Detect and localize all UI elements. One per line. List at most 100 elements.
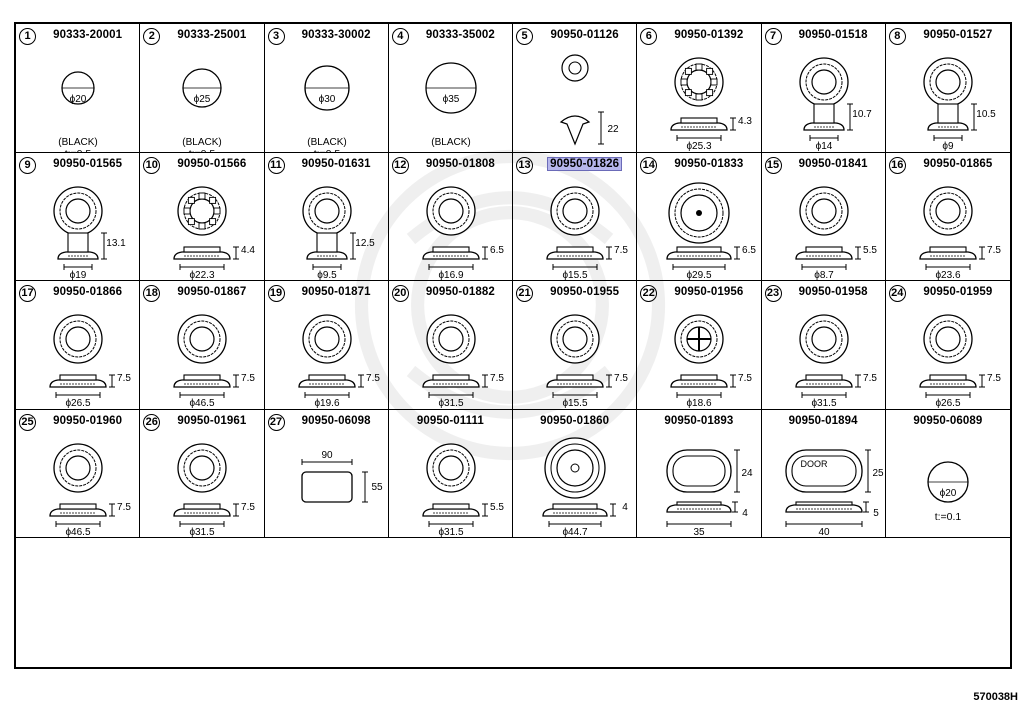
diameter-label: ϕ9 — [942, 141, 954, 152]
part-number[interactable]: 90950-01631 — [287, 158, 386, 170]
height-label: 10.5 — [976, 109, 996, 120]
diameter-label: ϕ19 — [70, 270, 87, 281]
item-number-badge: 13 — [516, 156, 533, 174]
diameter-label: ϕ15.5 — [562, 398, 588, 409]
side-profile — [802, 122, 845, 131]
part-number[interactable]: 90950-01955 — [535, 286, 634, 298]
part-number-text: 90950-01882 — [425, 286, 495, 299]
part-number[interactable]: 90333-20001 — [38, 29, 137, 41]
thickness-note: t:=0.5 — [313, 148, 340, 152]
part-number[interactable]: 90950-01860 — [515, 415, 634, 427]
side-profile — [794, 250, 853, 260]
part-number[interactable]: 90950-01865 — [908, 158, 1008, 170]
part-number[interactable]: 90950-01958 — [784, 286, 883, 298]
thickness-note: t:=0.5 — [65, 148, 92, 152]
part-number-text: 90950-01956 — [674, 286, 744, 299]
door-label: DOOR — [800, 459, 828, 469]
part-number[interactable]: 90950-06089 — [888, 415, 1008, 427]
diameter-label: ϕ46.5 — [190, 398, 216, 409]
part-number-text: 90950-01959 — [923, 286, 993, 299]
height-label: 12.5 — [355, 238, 375, 249]
diameter-label: ϕ20 — [70, 94, 87, 105]
item-number-badge: 8 — [888, 28, 906, 45]
height-label: 7.5 — [614, 245, 628, 256]
height-label: 7.5 — [490, 373, 504, 384]
part-number[interactable]: 90950-01808 — [411, 158, 510, 170]
side-profile — [927, 122, 969, 131]
part-number[interactable]: 90950-01565 — [38, 158, 137, 170]
thickness-label: 5 — [873, 508, 879, 519]
part-number[interactable]: 90950-01961 — [162, 415, 261, 427]
height-label: 6.5 — [742, 245, 756, 256]
item-number-badge: 1 — [19, 28, 36, 45]
height-label: 5.5 — [490, 502, 504, 513]
height-label: 7.5 — [117, 373, 131, 384]
diameter-label: ϕ22.3 — [190, 270, 216, 281]
side-profile — [422, 508, 480, 517]
part-number[interactable]: 90950-06098 — [287, 415, 386, 427]
part-number[interactable]: 90950-01527 — [908, 29, 1008, 41]
part-number[interactable]: 90950-01518 — [784, 29, 883, 41]
diameter-label: ϕ9.5 — [317, 270, 337, 281]
width-label: 35 — [694, 527, 706, 538]
side-profile — [546, 379, 604, 388]
part-number-text: 90950-01841 — [798, 157, 868, 170]
part-number-text: 90950-01894 — [788, 414, 858, 427]
part-number[interactable]: 90950-01956 — [659, 286, 758, 298]
part-number[interactable]: 90950-01126 — [535, 29, 634, 41]
side-profile — [919, 379, 977, 388]
part-number[interactable]: 90333-30002 — [287, 29, 386, 41]
part-number[interactable]: 90950-01871 — [287, 286, 386, 298]
part-number[interactable]: 90950-01833 — [659, 158, 758, 170]
part-number[interactable]: 90950-01894 — [764, 415, 883, 427]
figure-id: 570038H — [973, 691, 1018, 703]
color-note: (BLACK) — [58, 137, 97, 148]
side-profile — [422, 379, 480, 388]
side-profile — [173, 379, 231, 388]
part-number[interactable]: 90950-01392 — [659, 29, 758, 41]
part-number[interactable]: 90950-01566 — [162, 158, 261, 170]
height-label: 7.5 — [987, 373, 1001, 384]
part-number-text: 90333-30002 — [301, 29, 371, 41]
part-number[interactable]: 90950-01826 — [535, 156, 634, 171]
height-label: 7.5 — [241, 502, 255, 513]
item-number-badge: 27 — [267, 413, 285, 431]
part-number[interactable]: 90333-25001 — [162, 29, 261, 41]
item-number-badge: 14 — [640, 156, 658, 174]
side-profile — [670, 122, 728, 131]
side-profile — [173, 508, 231, 517]
part-number[interactable]: 90950-01959 — [908, 286, 1008, 298]
height-label: 7.5 — [366, 373, 380, 384]
diameter-label: ϕ31.5 — [438, 398, 464, 409]
diameter-label: ϕ16.9 — [438, 270, 464, 281]
item-number-badge: 7 — [764, 28, 782, 45]
side-profile — [422, 250, 480, 260]
part-number[interactable]: 90333-35002 — [411, 29, 510, 41]
item-number-badge: 22 — [640, 285, 658, 303]
part-number[interactable]: 90950-01866 — [38, 286, 137, 298]
part-number[interactable]: 90950-01893 — [639, 415, 758, 427]
part-number[interactable]: 90950-01960 — [38, 415, 137, 427]
item-number-badge: 26 — [143, 413, 161, 431]
part-number[interactable]: 90950-01867 — [162, 286, 261, 298]
part-number[interactable]: 90950-01111 — [391, 415, 510, 427]
part-number-text: 90950-01392 — [674, 29, 744, 41]
diameter-label: ϕ8.7 — [814, 270, 834, 281]
part-number[interactable]: 90950-01882 — [411, 286, 510, 298]
part-number[interactable]: 90950-01841 — [784, 158, 883, 170]
